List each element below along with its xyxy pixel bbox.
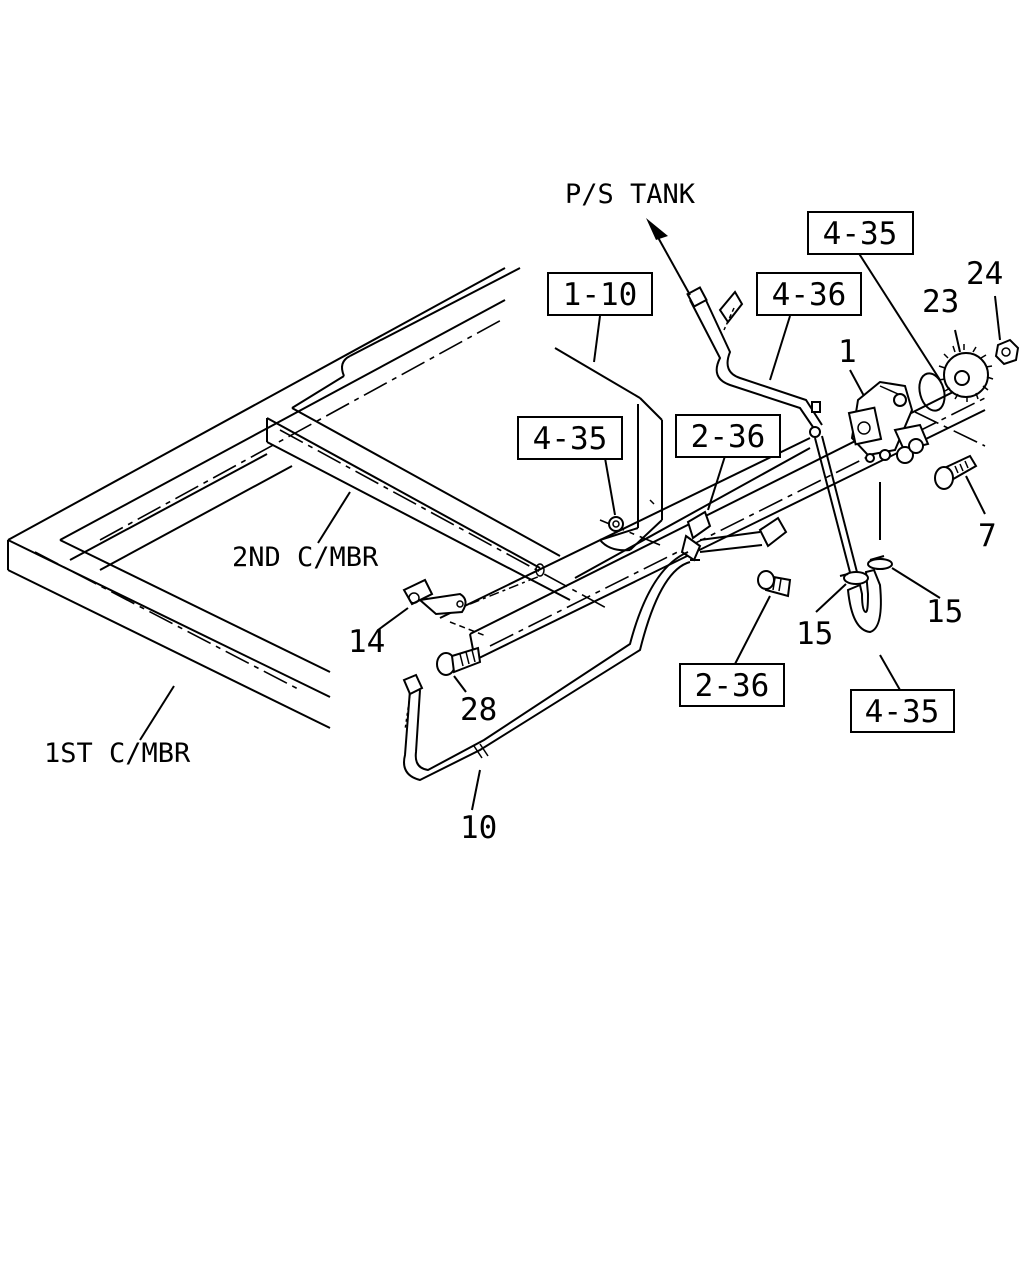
ref-label: 4-35 bbox=[823, 216, 898, 252]
callout-1: 1 bbox=[838, 334, 857, 370]
ref-box-4-36: 4-36 bbox=[756, 272, 862, 316]
bolt-2-36 bbox=[757, 570, 792, 598]
pump-assembly bbox=[847, 380, 930, 540]
nut-4-35 bbox=[608, 516, 624, 532]
ps-tank-pipe bbox=[646, 218, 823, 438]
bolt-28 bbox=[436, 621, 487, 676]
ps-tank-label: P/S TANK bbox=[565, 179, 696, 210]
callout-15-right: 15 bbox=[926, 594, 963, 630]
ref-box-2-36-top: 2-36 bbox=[675, 414, 781, 458]
callout-15-left: 15 bbox=[796, 616, 833, 652]
sensor-14 bbox=[402, 575, 541, 616]
first-cross-member-label: 1ST C/MBR bbox=[44, 738, 191, 769]
ref-label: 4-35 bbox=[865, 694, 940, 730]
ref-label: 2-36 bbox=[695, 668, 770, 704]
sprocket-23 bbox=[938, 344, 994, 402]
ref-box-2-36-bottom: 2-36 bbox=[679, 663, 785, 707]
bracket-2-36 bbox=[680, 510, 788, 562]
second-cross-member-label: 2ND C/MBR bbox=[232, 542, 379, 573]
ref-label: 2-36 bbox=[691, 419, 766, 455]
ref-box-4-35-top: 4-35 bbox=[807, 211, 914, 255]
callout-28: 28 bbox=[460, 692, 497, 728]
ref-box-4-35-bottom: 4-35 bbox=[850, 689, 955, 733]
bracket-1-10 bbox=[554, 347, 663, 552]
pipe-10 bbox=[402, 551, 691, 782]
ref-label: 4-36 bbox=[772, 277, 847, 313]
callout-7: 7 bbox=[978, 518, 997, 554]
ref-label: 4-35 bbox=[533, 421, 608, 457]
callout-10: 10 bbox=[460, 810, 497, 846]
gear-parts bbox=[918, 338, 1020, 412]
ref-label: 1-10 bbox=[563, 277, 638, 313]
callout-23: 23 bbox=[922, 284, 959, 320]
nut-24 bbox=[994, 338, 1020, 366]
ref-box-4-35-mid: 4-35 bbox=[517, 416, 623, 460]
leader-lines bbox=[139, 251, 1001, 811]
callout-14: 14 bbox=[348, 624, 385, 660]
callout-24: 24 bbox=[966, 256, 1003, 292]
bolt-7 bbox=[934, 454, 978, 490]
ref-box-1-10: 1-10 bbox=[547, 272, 653, 316]
clamp-15-right bbox=[867, 558, 893, 570]
